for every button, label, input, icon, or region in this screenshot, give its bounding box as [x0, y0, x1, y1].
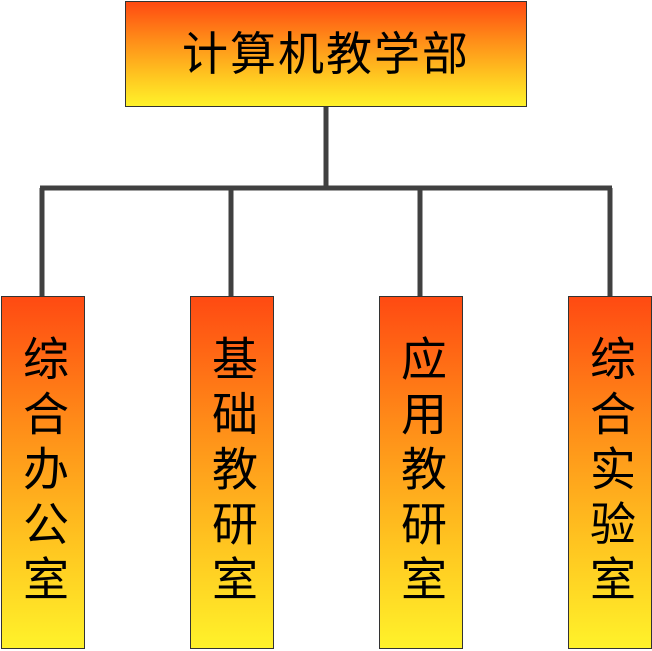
child-node-0: 综合办公室: [1, 296, 85, 649]
child-label-3: 综合实验室: [583, 335, 637, 610]
child-node-2: 应用教研室: [379, 296, 463, 649]
child-label-0: 综合办公室: [16, 335, 70, 610]
child-label-1: 基础教研室: [205, 335, 259, 610]
child-node-3: 综合实验室: [568, 296, 652, 649]
child-label-2: 应用教研室: [394, 335, 448, 610]
root-label: 计算机教学部: [182, 27, 470, 81]
child-node-1: 基础教研室: [190, 296, 274, 649]
root-node: 计算机教学部: [125, 1, 527, 107]
